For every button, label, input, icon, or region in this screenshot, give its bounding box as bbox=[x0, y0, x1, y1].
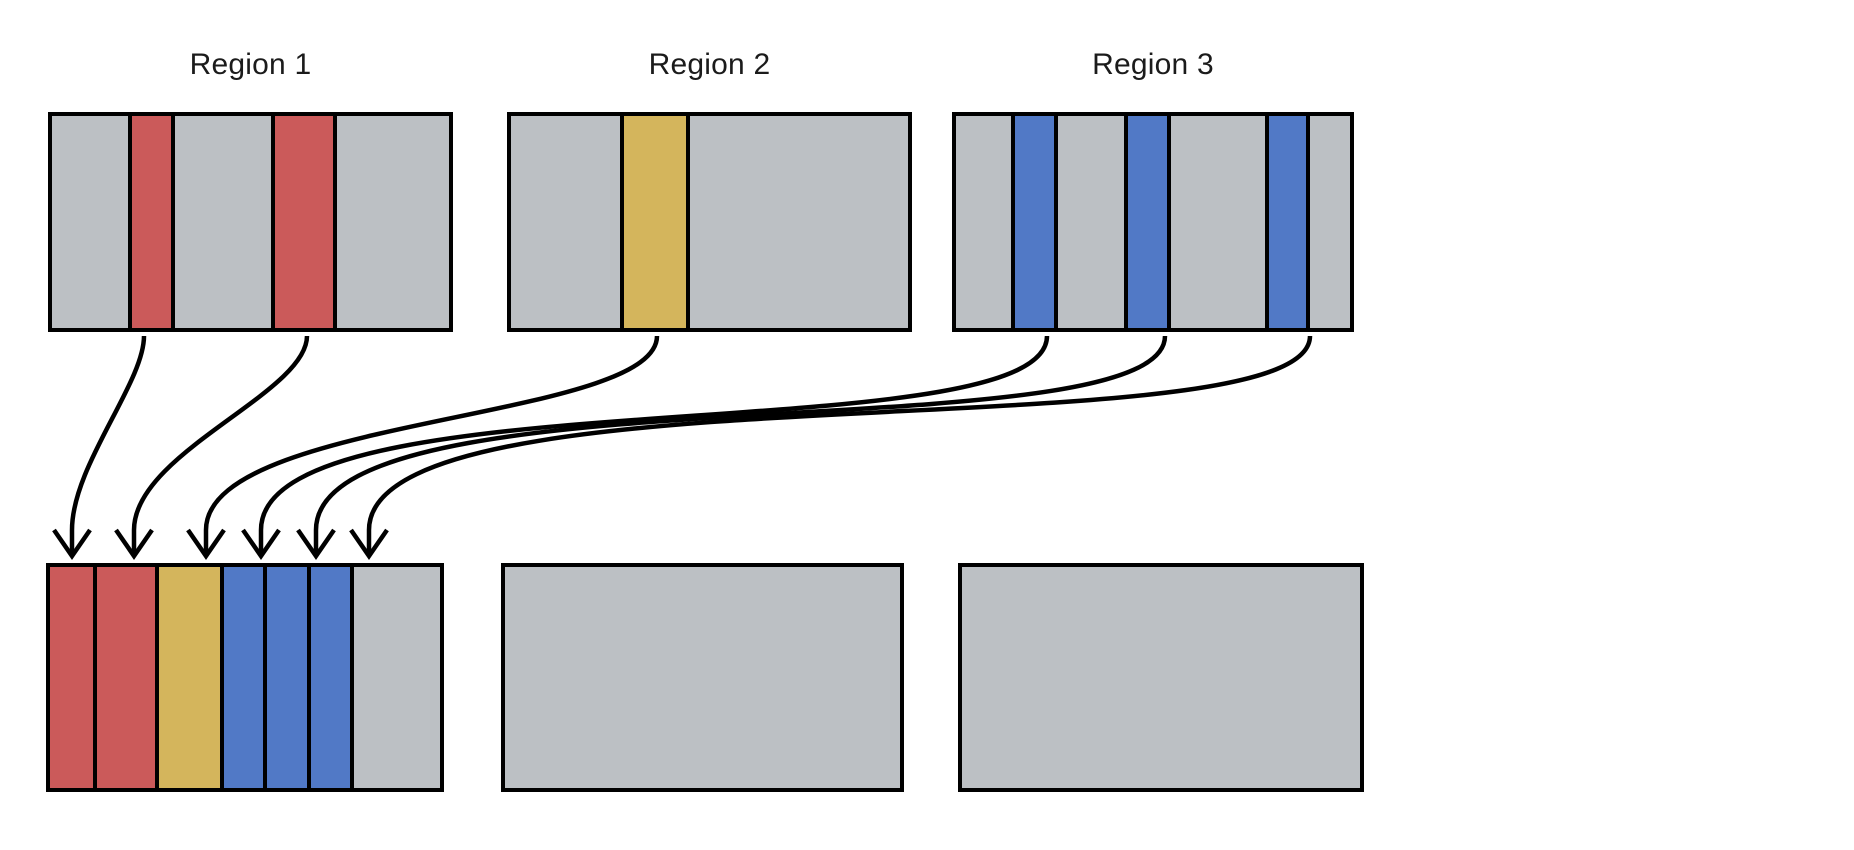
source-region-3-segment-4-block[interactable] bbox=[1128, 116, 1171, 328]
dest-region-1-segment-7-empty[interactable] bbox=[354, 567, 412, 788]
source-region-3-segment-2-block[interactable] bbox=[1015, 116, 1058, 328]
source-region-3-segment-1-empty[interactable] bbox=[956, 116, 1015, 328]
region-title-3: Region 3 bbox=[1092, 48, 1214, 81]
flow-curve-4 bbox=[258, 335, 1050, 531]
source-region-1-segment-3-empty[interactable] bbox=[175, 116, 275, 328]
source-region-2-segment-3-empty[interactable] bbox=[690, 116, 908, 328]
flow-curve-5 bbox=[313, 335, 1168, 531]
arrowhead-5 bbox=[296, 528, 336, 560]
dest-region-3-segment-1-empty[interactable] bbox=[962, 567, 1360, 788]
dest-region-box-2[interactable] bbox=[501, 563, 904, 792]
source-region-box-2[interactable] bbox=[507, 112, 912, 332]
source-region-1-segment-1-empty[interactable] bbox=[52, 116, 132, 328]
dest-region-1-segment-6-block[interactable] bbox=[311, 567, 354, 788]
source-region-3-segment-5-empty[interactable] bbox=[1171, 116, 1269, 328]
source-region-1-segment-4-block[interactable] bbox=[275, 116, 337, 328]
dest-region-1-segment-4-block[interactable] bbox=[224, 567, 267, 788]
flow-curve-1 bbox=[69, 335, 147, 531]
dest-region-2-segment-1-empty[interactable] bbox=[505, 567, 900, 788]
source-region-1-segment-5-empty[interactable] bbox=[337, 116, 449, 328]
source-region-1-segment-2-block[interactable] bbox=[132, 116, 175, 328]
source-region-2-segment-2-block[interactable] bbox=[624, 116, 690, 328]
source-region-box-3[interactable] bbox=[952, 112, 1354, 332]
flow-curve-2 bbox=[131, 335, 310, 531]
dest-region-1-segment-5-block[interactable] bbox=[267, 567, 311, 788]
flow-curve-3 bbox=[203, 335, 660, 531]
source-region-2-segment-1-empty[interactable] bbox=[511, 116, 624, 328]
source-region-box-1[interactable] bbox=[48, 112, 453, 332]
dest-region-box-1[interactable] bbox=[46, 563, 444, 792]
arrowhead-3 bbox=[186, 528, 226, 560]
region-title-2: Region 2 bbox=[648, 48, 771, 81]
dest-region-1-segment-1-block[interactable] bbox=[50, 567, 97, 788]
arrowhead-2 bbox=[114, 528, 154, 560]
arrowhead-1 bbox=[52, 528, 92, 560]
arrowhead-6 bbox=[349, 528, 389, 560]
dest-region-1-segment-3-block[interactable] bbox=[159, 567, 224, 788]
arrowhead-4 bbox=[241, 528, 281, 560]
region-title-1: Region 1 bbox=[189, 48, 312, 81]
flow-curve-6 bbox=[366, 335, 1313, 531]
dest-region-box-3[interactable] bbox=[958, 563, 1364, 792]
source-region-3-segment-6-block[interactable] bbox=[1269, 116, 1310, 328]
source-region-3-segment-3-empty[interactable] bbox=[1058, 116, 1128, 328]
source-region-3-segment-7-empty[interactable] bbox=[1310, 116, 1344, 328]
dest-region-1-segment-2-block[interactable] bbox=[97, 567, 159, 788]
